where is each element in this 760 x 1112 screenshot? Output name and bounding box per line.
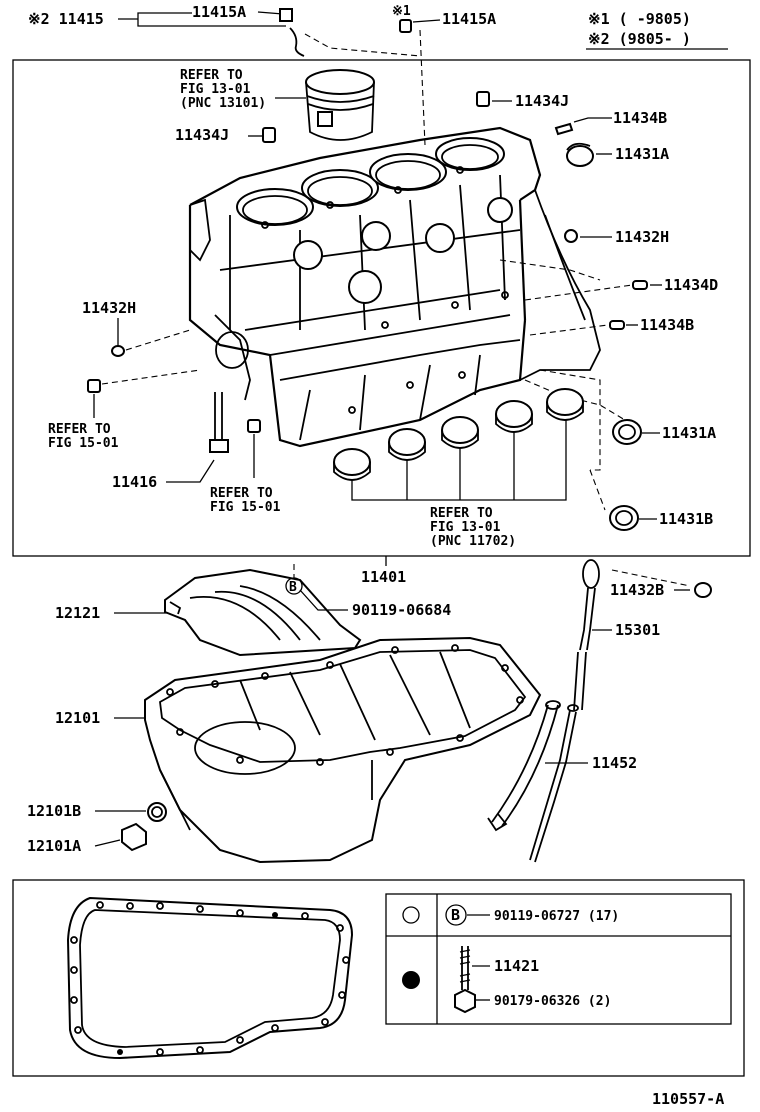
leader-11415a-left <box>257 11 284 15</box>
label-12101b: 12101B <box>27 802 81 820</box>
pin-11434b-mid <box>609 320 625 330</box>
label-12121: 12121 <box>55 604 100 622</box>
dash-block-right <box>499 259 601 281</box>
label-11415a-left: 11415A <box>192 3 246 21</box>
pin-11434d <box>632 280 648 290</box>
legend-filled-circle <box>402 971 420 989</box>
leader-bearings <box>351 420 567 501</box>
refer-15-left-line2: FIG 15-01 <box>48 436 119 451</box>
refer-piston-line3: (PNC 13101) <box>180 96 266 111</box>
refer-bearing-line3: (PNC 11702) <box>430 534 516 549</box>
cap-11431a-mid <box>612 419 642 445</box>
label-11434b-top: 11434B <box>613 109 667 127</box>
refer-15-mid-line2: FIG 15-01 <box>210 500 281 515</box>
pan-gasket-seal <box>66 896 354 1060</box>
label-11434b-mid: 11434B <box>640 316 694 334</box>
plug-11432b <box>694 582 712 598</box>
drain-plug-12101a <box>121 822 147 852</box>
pin-11434b-top <box>554 122 574 136</box>
leader-90119-06684 <box>299 589 348 611</box>
refer-15-left-line1: REFER TO <box>48 422 111 437</box>
refer-piston-line2: FIG 13-01 <box>180 82 251 97</box>
cap-11431b <box>609 505 639 531</box>
fitting-11415a-left <box>279 8 421 57</box>
label-11415a-right-note: ※1 <box>392 4 411 19</box>
dash-cap-low <box>589 469 606 511</box>
dash-11432h-left <box>125 329 191 351</box>
label-90119-06684: 90119-06684 <box>352 601 451 619</box>
label-11432h-left: 11432H <box>82 299 136 317</box>
refer-piston-line1: REFER TO <box>180 68 243 83</box>
dash-11434d <box>524 284 633 301</box>
legend-table <box>385 893 732 1025</box>
leader-11416 <box>166 459 215 483</box>
piston-illustration <box>305 69 375 141</box>
block-frame <box>12 59 751 557</box>
cylinder-block-11401 <box>188 126 601 448</box>
baffle-plate-12121 <box>164 568 362 657</box>
label-11431a-mid: 11431A <box>662 424 716 442</box>
pin-mid-refer <box>247 419 261 433</box>
legend-nut-90179-06326 <box>454 988 476 1014</box>
note-line-1: ※1 ( -9805) <box>588 10 691 28</box>
stud-11416 <box>209 392 229 453</box>
bottom-frame <box>12 879 745 1077</box>
cap-11431a-top <box>566 142 594 167</box>
pin-11434j-left <box>262 127 276 143</box>
label-11434j-left: 11434J <box>175 126 229 144</box>
bolt-badge-b-label: B <box>289 580 297 595</box>
label-11416: 11416 <box>112 473 157 491</box>
plug-11415a-right <box>399 19 426 146</box>
note-line-2: ※2 (9805- ) <box>588 30 691 48</box>
refer-15-mid-line1: REFER TO <box>210 486 273 501</box>
legend-b-label: B <box>451 906 460 924</box>
gasket-12101b <box>147 802 167 822</box>
label-11432h-right: 11432H <box>615 228 669 246</box>
label-11415a-right: 11415A <box>442 10 496 28</box>
legend-90119-06727: 90119-06727 (17) <box>494 909 619 924</box>
plug-11432h-right <box>564 229 578 243</box>
dash-cap-mid <box>524 379 626 421</box>
dipstick-tube-11452 <box>487 700 579 863</box>
refer-bearing-line1: REFER TO <box>430 506 493 521</box>
bearing-shells <box>333 388 584 481</box>
label-12101a: 12101A <box>27 837 81 855</box>
label-12101: 12101 <box>55 709 100 727</box>
label-11432b: 11432B <box>610 581 664 599</box>
oil-pan-12101 <box>144 636 542 864</box>
legend-90179-06326: 90179-06326 (2) <box>494 994 611 1009</box>
label-11452: 11452 <box>592 754 637 772</box>
plug-11432h-left <box>111 345 125 357</box>
legend-11421: 11421 <box>494 957 539 975</box>
label-11401: 11401 <box>361 568 406 586</box>
label-11434j-top: 11434J <box>515 92 569 110</box>
label-15301: 15301 <box>615 621 660 639</box>
legend-b-badge <box>445 904 467 926</box>
label-11431b: 11431B <box>659 510 713 528</box>
pin-left-refer <box>87 379 101 393</box>
leader-12101a <box>94 839 121 847</box>
pin-11434j-top <box>476 91 490 107</box>
legend-open-circle <box>402 906 420 924</box>
dipstick-guide-15301 <box>573 559 600 711</box>
label-11434d: 11434D <box>664 276 718 294</box>
label-11415: ※2 11415 <box>28 10 104 28</box>
leader-11415 <box>118 12 286 27</box>
legend-stud-11421 <box>459 946 471 990</box>
leader-11434b-top <box>573 117 612 123</box>
diagram-id: 110557-A <box>652 1090 724 1108</box>
dash-pin-left <box>101 369 201 385</box>
label-11431a-top: 11431A <box>615 145 669 163</box>
leader-11415a-right <box>412 19 441 23</box>
dash-11432b <box>611 569 691 587</box>
gasket-12101b-inner <box>151 806 163 818</box>
refer-bearing-line2: FIG 13-01 <box>430 520 501 535</box>
dash-frame-right <box>539 369 601 471</box>
